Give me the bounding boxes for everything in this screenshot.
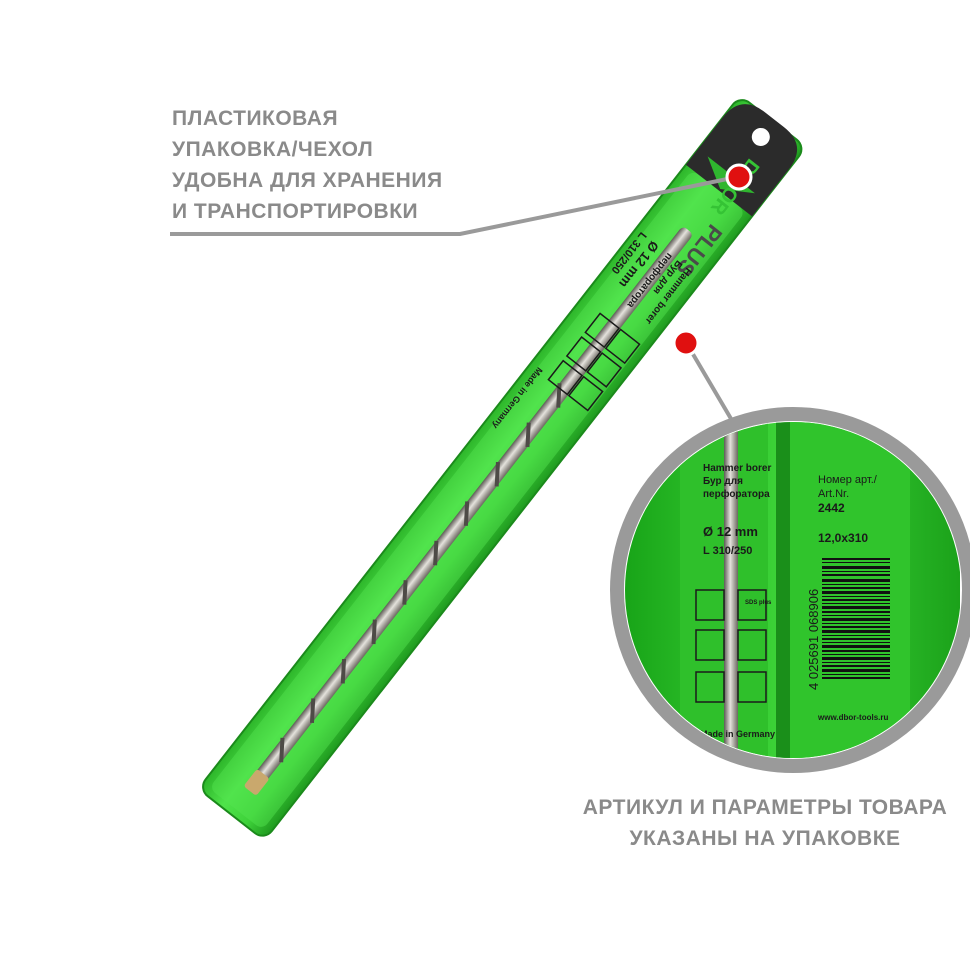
website-text: www.dbor-tools.ru [817, 713, 888, 722]
zoom-sds-badge: SDS plus [745, 600, 772, 606]
zoom-usage-icons [695, 589, 767, 703]
zoom-diameter: Ø 12 mm [703, 524, 758, 539]
drill-carbide-tip [244, 769, 269, 795]
art-number-value: 2442 [818, 501, 845, 515]
hang-hole [751, 127, 770, 146]
zoom-type-en: Hammer borer [703, 463, 771, 474]
marker-dot-top [725, 163, 753, 191]
callout-article-params: АРТИКУЛ И ПАРАМЕТРЫ ТОВАРА УКАЗАНЫ НА УП… [582, 796, 948, 850]
barcode-number: 4 025691 068906 [806, 589, 821, 690]
callout-package-storage: ПЛАСТИКОВАЯ УПАКОВКА/ЧЕХОЛ УДОБНА ДЛЯ ХР… [172, 107, 443, 223]
plastic-package: D.BOR PLUS Hammer borer Бур для перфорат… [202, 99, 803, 837]
zoom-type-ru-2: перфоратора [703, 488, 770, 500]
size-value: 12,0x310 [818, 531, 868, 545]
art-number-label-1: Номер арт./ [818, 474, 878, 486]
callout-leader-top [170, 175, 738, 236]
zoom-origin: Made in Germany [700, 729, 775, 739]
zoom-type-ru-1: Бур для [703, 476, 743, 487]
drill-bit [244, 227, 692, 795]
zoom-length: L 310/250 [703, 545, 752, 557]
usage-icons [547, 312, 641, 412]
zoom-magnifier: Hammer borer Бур для перфоратора Ø 12 mm… [610, 407, 970, 773]
art-number-label-2: Art.Nr. [818, 488, 849, 500]
barcode [822, 558, 890, 679]
marker-dot-bottom [672, 329, 700, 357]
